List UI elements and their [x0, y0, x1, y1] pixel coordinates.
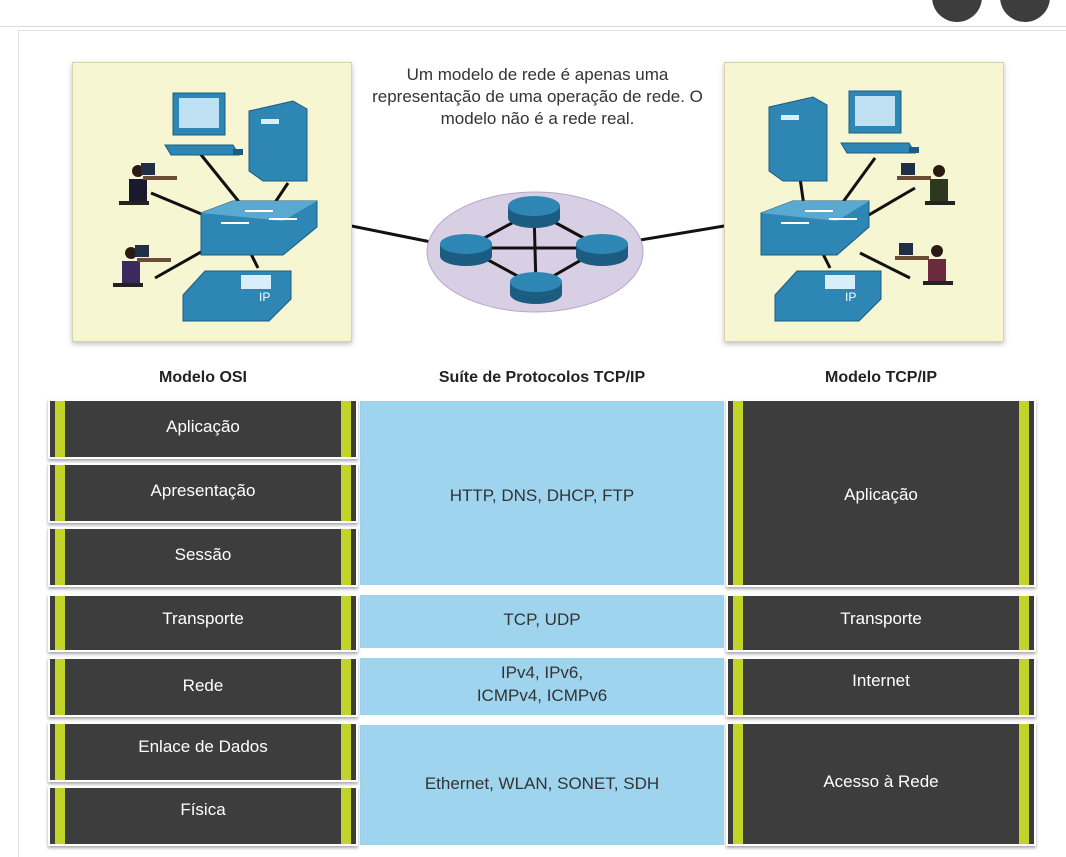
osi-layer-label: Rede — [182, 676, 224, 695]
tcpip-layer-transport: Transporte — [726, 594, 1036, 652]
protocol-text-network-1: IPv4, IPv6, — [500, 663, 584, 682]
network-cloud — [426, 191, 644, 313]
router-icon — [576, 234, 628, 266]
osi-layer-physical: Física — [48, 786, 358, 846]
protocol-text-network-2: ICMPv4, ICMPv6 — [476, 686, 608, 705]
protocol-text-link: Ethernet, WLAN, SONET, SDH — [424, 774, 660, 793]
nav-button-right[interactable] — [1000, 0, 1050, 22]
protocol-band-transport: TCP, UDP — [360, 595, 724, 648]
tcpip-layer-application: Aplicação — [726, 399, 1036, 587]
tcpip-layer-label: Transporte — [840, 609, 922, 628]
user-icon — [895, 243, 953, 285]
tcpip-model-header: Modelo TCP/IP — [825, 369, 937, 386]
protocol-band-link: Ethernet, WLAN, SONET, SDH — [360, 725, 724, 845]
router-icon — [510, 272, 562, 304]
protocol-suite-header: Suíte de Protocolos TCP/IP — [438, 369, 646, 386]
osi-layer-session: Sessão — [48, 527, 358, 587]
protocol-text-application: HTTP, DNS, DHCP, FTP — [449, 486, 635, 505]
osi-layer-transport: Transporte — [48, 594, 358, 652]
tcpip-layer-label: Aplicação — [844, 485, 918, 504]
top-bar — [0, 0, 1066, 27]
osi-layer-presentation: Apresentação — [48, 463, 358, 523]
tcpip-layer-label: Acesso à Rede — [823, 772, 939, 791]
switch-icon — [200, 200, 318, 256]
osi-layer-network: Rede — [48, 657, 358, 717]
router-icon — [440, 234, 492, 266]
osi-layer-application: Aplicação — [48, 399, 358, 459]
switch-icon — [760, 200, 870, 256]
server-icon — [248, 100, 308, 182]
svg-text:IP: IP — [259, 290, 270, 304]
protocol-text-transport: TCP, UDP — [503, 610, 581, 629]
tcpip-layer-label: Internet — [852, 671, 910, 690]
svg-text:IP: IP — [845, 290, 856, 304]
router-icon — [508, 196, 560, 228]
protocol-band-network: IPv4, IPv6, ICMPv4, ICMPv6 — [360, 658, 724, 715]
osi-layer-label: Aplicação — [166, 417, 240, 436]
user-icon — [119, 163, 177, 205]
osi-model-header: Modelo OSI — [159, 369, 247, 386]
desktop-computer-icon — [840, 90, 919, 154]
desktop-computer-icon — [164, 92, 243, 156]
ip-phone-icon: IP — [774, 270, 882, 322]
tcpip-layer-network-access: Acesso à Rede — [726, 722, 1036, 846]
tcpip-layer-internet: Internet — [726, 657, 1036, 717]
user-icon — [897, 163, 955, 205]
diagram-caption: Um modelo de rede é apenas uma represent… — [372, 65, 703, 128]
osi-layer-label: Sessão — [174, 545, 232, 564]
nav-button-left[interactable] — [932, 0, 982, 22]
protocol-band-application: HTTP, DNS, DHCP, FTP — [360, 401, 724, 585]
osi-layer-label: Física — [180, 800, 226, 819]
right-network-panel: IP — [724, 62, 1004, 342]
left-network-panel: IP — [72, 62, 352, 342]
osi-layer-label: Apresentação — [150, 481, 256, 500]
ip-phone-icon: IP — [182, 270, 292, 322]
osi-layer-data-link: Enlace de Dados — [48, 722, 358, 782]
osi-layer-label: Enlace de Dados — [138, 737, 268, 756]
osi-layer-label: Transporte — [162, 609, 244, 628]
server-icon — [768, 96, 828, 182]
user-icon — [113, 245, 171, 287]
